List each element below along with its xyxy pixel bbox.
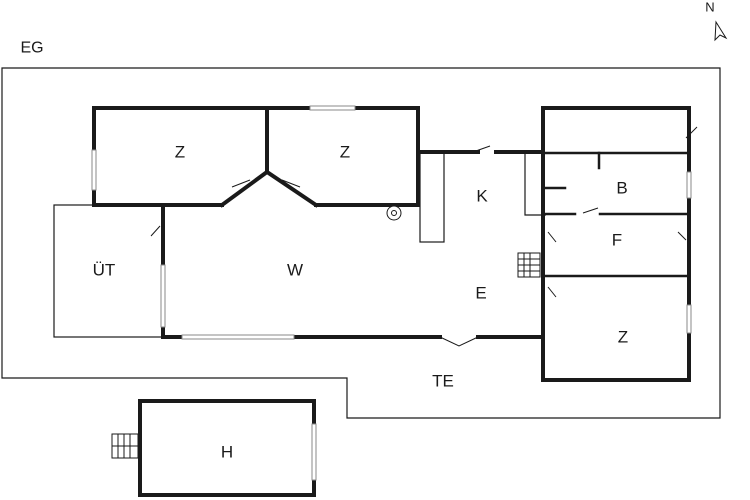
room-label-te: TE	[432, 372, 454, 391]
room-label-w: W	[287, 261, 303, 280]
door-swings	[150, 126, 698, 347]
room-label-e: E	[475, 284, 486, 303]
room-label-z2: Z	[340, 143, 350, 162]
stairs-icon	[517, 252, 541, 278]
compass-icon: N	[705, 0, 728, 42]
outbuilding-stairs-icon	[111, 433, 139, 459]
room-label-ut: ÜT	[93, 261, 116, 280]
floor-label: EG	[20, 40, 43, 57]
compass-label: N	[705, 0, 714, 15]
room-label-b: B	[616, 179, 627, 198]
room-label-k: K	[476, 187, 488, 206]
terrace-outline	[1, 67, 721, 419]
partition-line	[524, 152, 546, 216]
stove-icon	[386, 205, 402, 221]
kitchen-counter	[419, 151, 445, 243]
room-label-z1: Z	[175, 143, 185, 162]
room-label-h: H	[221, 443, 233, 462]
windows	[91, 105, 692, 340]
room-label-z3: Z	[618, 328, 628, 347]
outbuilding-window	[311, 423, 317, 481]
room-label-f: F	[612, 231, 622, 250]
